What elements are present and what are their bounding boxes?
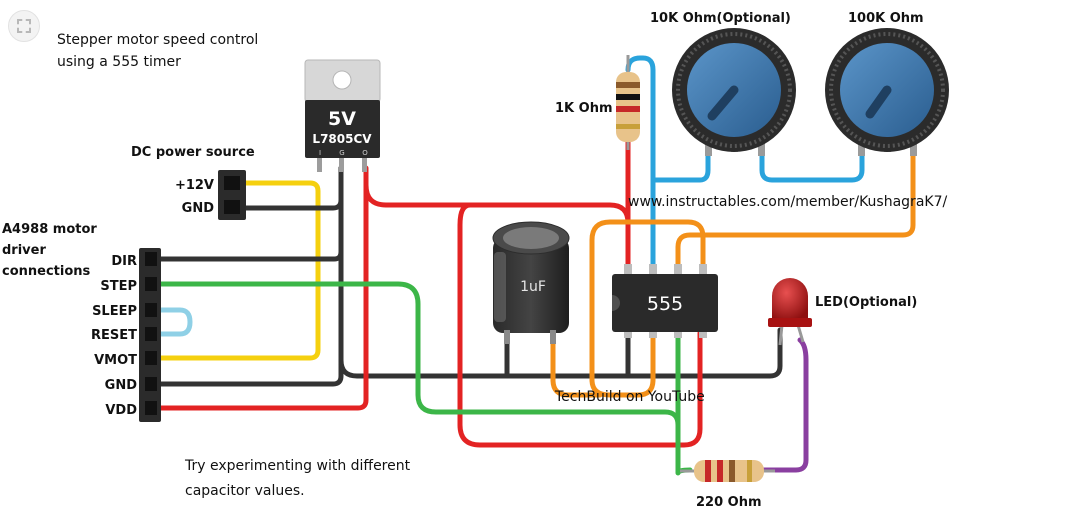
url-text: www.instructables.com/member/KushagraK7/	[628, 194, 947, 210]
driver-pin-reset: RESET	[91, 328, 137, 343]
wire-driver-gnd	[157, 165, 344, 387]
pot-10k	[672, 28, 796, 156]
led-label: LED(Optional)	[815, 295, 917, 310]
wire-ground-bus	[338, 327, 783, 379]
wire-led-resistor	[757, 337, 809, 473]
regulator-pin-g: G	[339, 149, 344, 157]
pot-100k-label: 100K Ohm	[848, 11, 924, 26]
wire-supply-gnd	[243, 165, 344, 211]
wire-10k-555	[650, 142, 711, 183]
wire-pot-link	[759, 142, 865, 183]
regulator-pin-o: O	[362, 149, 368, 157]
voltage-regulator	[304, 59, 381, 172]
power-pin-gnd: GND	[182, 201, 215, 216]
driver-pin-step: STEP	[100, 279, 137, 294]
dc-power-connector	[218, 170, 246, 220]
wire-vdd-5v	[157, 165, 369, 411]
resistor-220	[680, 460, 775, 482]
regulator-pin-i: I	[319, 149, 321, 157]
timer-ic-label: 555	[647, 293, 683, 315]
power-pin-12v: +12V	[175, 178, 214, 193]
wire-step-output	[157, 281, 693, 476]
footnote-line-1: Try experimenting with different	[184, 458, 411, 474]
capacitor-label: 1uF	[520, 279, 546, 295]
driver-header	[139, 248, 161, 422]
expand-icon[interactable]	[8, 10, 40, 42]
resistor-1k-label: 1K Ohm	[555, 101, 613, 116]
wire-5v-bus	[363, 182, 703, 448]
resistor-220-label: 220 Ohm	[696, 495, 762, 510]
title-line-1: Stepper motor speed control	[57, 32, 258, 48]
pot-100k	[825, 28, 949, 156]
wire-trig-thresh	[589, 219, 706, 398]
driver-pin-vdd: VDD	[105, 403, 137, 418]
capacitor	[492, 221, 570, 344]
led	[768, 278, 812, 346]
driver-title-3: connections	[2, 264, 91, 279]
resistor-1k	[616, 55, 640, 150]
driver-pin-sleep: SLEEP	[92, 304, 137, 319]
regulator-voltage: 5V	[328, 108, 356, 130]
footnote-line-2: capacitor values.	[185, 483, 305, 499]
regulator-part: L7805CV	[312, 132, 372, 146]
wire-12v-vmot	[157, 180, 321, 361]
driver-title-2: driver	[2, 243, 46, 258]
driver-pin-vmot: VMOT	[94, 353, 137, 368]
wire-cap-orange	[550, 339, 603, 398]
title-line-2: using a 555 timer	[57, 54, 181, 70]
timer-ic	[612, 264, 718, 338]
wire-100k-trigger	[675, 142, 916, 273]
pot-10k-label: 10K Ohm(Optional)	[650, 11, 791, 26]
driver-pin-dir: DIR	[111, 254, 137, 269]
credit-text: TechBuild on YouTube	[554, 389, 705, 405]
driver-title-1: A4988 motor	[2, 222, 97, 237]
power-source-label: DC power source	[131, 145, 255, 160]
driver-pin-gnd: GND	[105, 378, 138, 393]
wire-sleep-reset	[157, 307, 193, 337]
